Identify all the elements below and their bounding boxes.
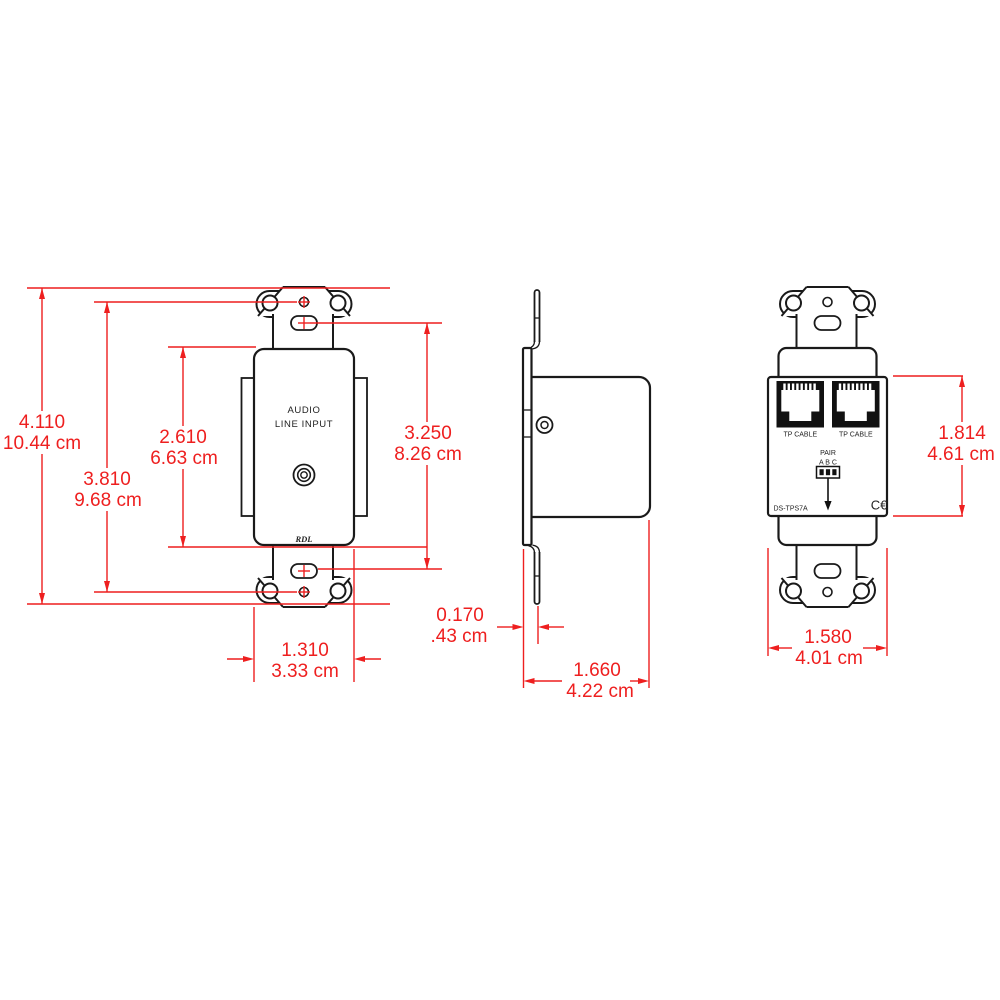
side-view <box>521 289 652 605</box>
side-wing-left <box>240 377 255 517</box>
dim-enclosure-height-cm: 4.61 cm <box>927 444 995 465</box>
dimension-overall-depth: 1.660 4.22 cm <box>523 520 650 702</box>
pair-label: PAIR <box>820 450 836 457</box>
dimension-enclosure-width: 1.580 4.01 cm <box>767 548 888 669</box>
dim-hole-spacing-in: 3.810 <box>83 469 131 490</box>
reference-cross-marks <box>298 296 310 598</box>
ce-mark: C€ <box>871 498 888 513</box>
model-number: DS-TPS7A <box>774 506 809 513</box>
pair-arrow-down-icon <box>824 478 832 511</box>
dim-plate-width-in: 1.310 <box>281 640 329 661</box>
dimension-plate-opening-height: 2.610 6.63 cm <box>150 346 427 548</box>
jumper-block-icon <box>815 465 841 479</box>
dim-depth-in: 1.660 <box>573 660 621 681</box>
dimension-enclosure-height: 1.814 4.61 cm <box>893 375 995 517</box>
tab-jog-top-right <box>532 340 541 350</box>
enclosure-profile <box>529 375 652 519</box>
dim-enclosure-height-in: 1.814 <box>938 423 986 444</box>
mounting-tab-top <box>533 289 541 342</box>
faceplate-label-line2: LINE INPUT <box>275 419 333 430</box>
dim-opening-height-cm: 6.63 cm <box>150 448 218 469</box>
dimension-plate-width: 1.310 3.33 cm <box>227 549 381 682</box>
dim-enclosure-width-cm: 4.01 cm <box>795 648 863 669</box>
pair-options-label: A B C <box>819 460 837 467</box>
faceplate-label-line1: AUDIO <box>287 405 320 416</box>
rear-view: TP CABLE TP CABLE PAIR A B C DS-TPS7A C€ <box>766 285 889 609</box>
side-wing-right <box>353 377 368 517</box>
mounting-bracket-bottom <box>779 544 876 609</box>
dim-enclosure-width-in: 1.580 <box>804 627 852 648</box>
screw-head-icon <box>535 416 554 434</box>
dim-depth-cm: 4.22 cm <box>566 681 634 702</box>
dim-overall-height-cm: 10.44 cm <box>3 433 81 454</box>
brand-logo: RDL <box>295 534 313 544</box>
dim-opening-height-in: 2.610 <box>159 427 207 448</box>
dim-flange-thickness-cm: .43 cm <box>430 626 487 647</box>
mounting-bracket-top <box>779 285 876 350</box>
dim-slot-spacing-in: 3.250 <box>404 423 452 444</box>
dimension-mounting-hole-spacing: 3.810 9.68 cm <box>74 301 297 593</box>
dimension-flange-thickness: 0.170 .43 cm <box>430 549 564 688</box>
dim-flange-thickness-in: 0.170 <box>436 605 484 626</box>
mounting-tab-bottom <box>533 552 541 605</box>
rj45-jack-right-icon <box>832 381 880 428</box>
dimension-overall-height: 4.110 10.44 cm <box>3 287 390 605</box>
faceplate-profile <box>521 346 533 547</box>
dim-plate-width-cm: 3.33 cm <box>271 661 339 682</box>
rj45-jack-left-icon <box>776 381 824 428</box>
dimensions-layer: 4.110 10.44 cm 3.810 9.68 cm 2.610 6.63 … <box>3 287 995 702</box>
dim-hole-spacing-cm: 9.68 cm <box>74 490 142 511</box>
dim-slot-spacing-cm: 8.26 cm <box>394 444 462 465</box>
tab-jog-bottom-right <box>532 544 541 554</box>
dim-overall-height-in: 4.110 <box>19 412 65 433</box>
faceplate-front <box>252 347 356 547</box>
jack-left-label: TP CABLE <box>783 432 817 439</box>
audio-jack-icon <box>292 463 316 487</box>
jack-right-label: TP CABLE <box>839 432 873 439</box>
front-view: AUDIO LINE INPUT RDL <box>240 285 368 609</box>
tab-jog-bottom-left <box>528 545 536 554</box>
dimension-slot-spacing: 3.250 8.26 cm <box>310 322 462 570</box>
